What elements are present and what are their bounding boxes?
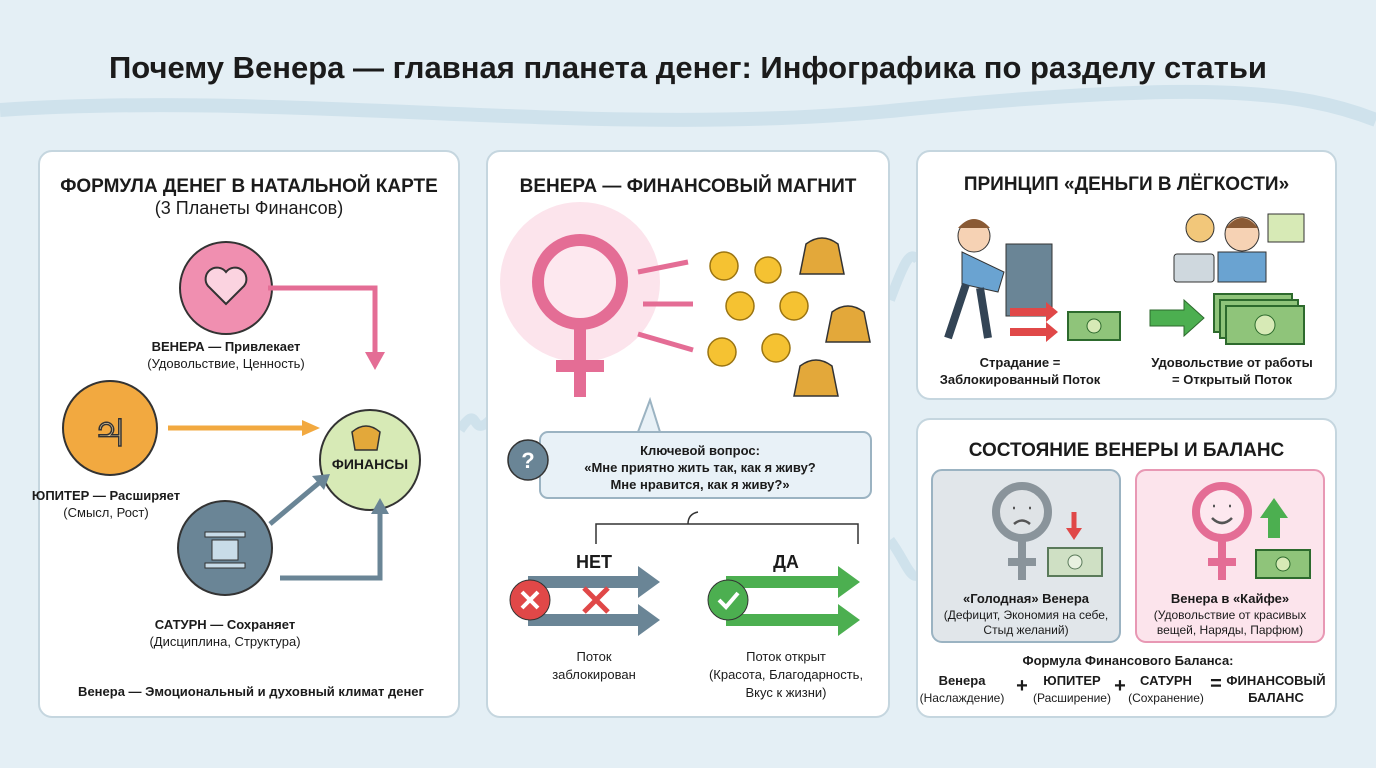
happy-desc: (Удовольствие от красивых	[1153, 608, 1307, 622]
finance-label: ФИНАНСЫ	[331, 456, 409, 472]
panel-heading: ПРИНЦИП «ДЕНЬГИ В ЛЁГКОСТИ»	[963, 174, 1290, 195]
pleasure-text: = Открытый Поток	[1172, 372, 1292, 387]
magnet-illustration: ?	[500, 202, 872, 636]
suffering-text: Страдание =	[979, 355, 1061, 370]
question-title: Ключевой вопрос:	[640, 443, 760, 458]
formula-jupiter: ЮПИТЕР	[1043, 673, 1101, 688]
suffering-text: Заблокированный Поток	[939, 372, 1101, 387]
jupiter-desc: (Смысл, Рост)	[63, 505, 149, 520]
question-line2: Мне нравится, как я живу?»	[610, 477, 790, 492]
palette-icon	[1185, 213, 1215, 243]
formula-saturn-desc: (Сохранение)	[1128, 691, 1204, 705]
panel-venus-balance: СОСТОЯНИЕ ВЕНЕРЫ И БАЛАНС «Голодная» Вен…	[916, 418, 1337, 718]
jupiter-label: ЮПИТЕР — Расширяет	[31, 488, 181, 503]
plus-sign: +	[1114, 675, 1126, 697]
question-line1: «Мне приятно жить так, как я живу?	[584, 460, 816, 475]
planets-diagram: ♃	[62, 241, 421, 596]
money-bags-icon	[793, 237, 871, 397]
formula-result: ФИНАНСОВЫЙ	[1226, 673, 1326, 688]
formula-result: БАЛАНС	[1248, 690, 1304, 705]
happy-title: Венера в «Кайфе»	[1170, 591, 1290, 606]
happy-venus-icon	[1192, 482, 1252, 542]
venus-desc: (Удовольствие, Ценность)	[147, 356, 305, 371]
finance-circle	[319, 409, 421, 511]
venus-label: ВЕНЕРА — Привлекает	[151, 339, 301, 354]
panel-subheading: (3 Планеты Финансов)	[154, 198, 344, 218]
coins-icon	[707, 251, 809, 367]
question-icon	[507, 439, 549, 481]
hungry-desc: (Дефицит, Экономия на себе,	[943, 608, 1109, 622]
picture-icon	[1267, 213, 1305, 243]
panel-heading: ВЕНЕРА — ФИНАНСОВЫЙ МАГНИТ	[519, 176, 857, 197]
equals-sign: =	[1210, 673, 1222, 695]
formula-venus: Венера	[938, 673, 986, 688]
ease-illustration	[944, 213, 1305, 345]
svg-text:?: ?	[521, 448, 534, 473]
check-icon	[707, 579, 749, 621]
panel-money-formula: ФОРМУЛА ДЕНЕГ В НАТАЛЬНОЙ КАРТЕ (3 Плане…	[32, 150, 460, 718]
hungry-title: «Голодная» Венера	[962, 591, 1090, 606]
yes-desc: Вкус к жизни)	[745, 685, 827, 700]
hungry-desc: Стыд желаний)	[983, 623, 1069, 637]
laptop-icon	[1173, 253, 1215, 283]
pleasure-text: Удовольствие от работы	[1151, 355, 1313, 370]
balance-illustration	[931, 469, 1325, 643]
no-desc: Поток	[576, 649, 612, 664]
formula-title: Формула Финансового Баланса:	[1022, 653, 1234, 668]
yes-desc: Поток открыт	[746, 649, 826, 664]
saturn-desc: (Дисциплина, Структура)	[149, 634, 301, 649]
venus-symbol-icon	[532, 234, 628, 330]
money-bag-icon	[351, 425, 381, 451]
formula-venus-desc: (Наслаждение)	[919, 691, 1005, 705]
no-label: НЕТ	[576, 552, 612, 572]
formula-saturn: САТУРН	[1140, 673, 1192, 688]
heart-icon	[204, 266, 248, 306]
panel-money-ease: ПРИНЦИП «ДЕНЬГИ В ЛЁГКОСТИ» Страдание = …	[916, 150, 1337, 400]
panel-venus-magnet: ВЕНЕРА — ФИНАНСОВЫЙ МАГНИТ ? Ключевой во…	[486, 150, 890, 718]
money-stack-icon	[1213, 293, 1305, 345]
saturn-label: САТУРН — Сохраняет	[154, 617, 296, 632]
page-title: Почему Венера — главная планета денег: И…	[109, 50, 1267, 85]
question-bubble	[539, 396, 872, 499]
sad-venus-icon	[992, 482, 1052, 542]
blocked-wall-icon	[1005, 243, 1053, 317]
yes-label: ДА	[773, 552, 799, 572]
happy-desc: вещей, Наряды, Парфюм)	[1156, 623, 1304, 637]
jupiter-symbol-icon: ♃	[91, 402, 130, 460]
no-desc: заблокирован	[552, 667, 636, 682]
formula-jupiter-desc: (Расширение)	[1033, 691, 1111, 705]
yes-desc: (Красота, Благодарность,	[708, 667, 864, 682]
panel-footer: Венера — Эмоциональный и духовный климат…	[78, 684, 424, 699]
plus-sign: +	[1016, 675, 1028, 697]
panel-heading: ФОРМУЛА ДЕНЕГ В НАТАЛЬНОЙ КАРТЕ	[60, 176, 438, 197]
jupiter-planet	[62, 380, 158, 476]
panel-heading: СОСТОЯНИЕ ВЕНЕРЫ И БАЛАНС	[968, 440, 1285, 461]
